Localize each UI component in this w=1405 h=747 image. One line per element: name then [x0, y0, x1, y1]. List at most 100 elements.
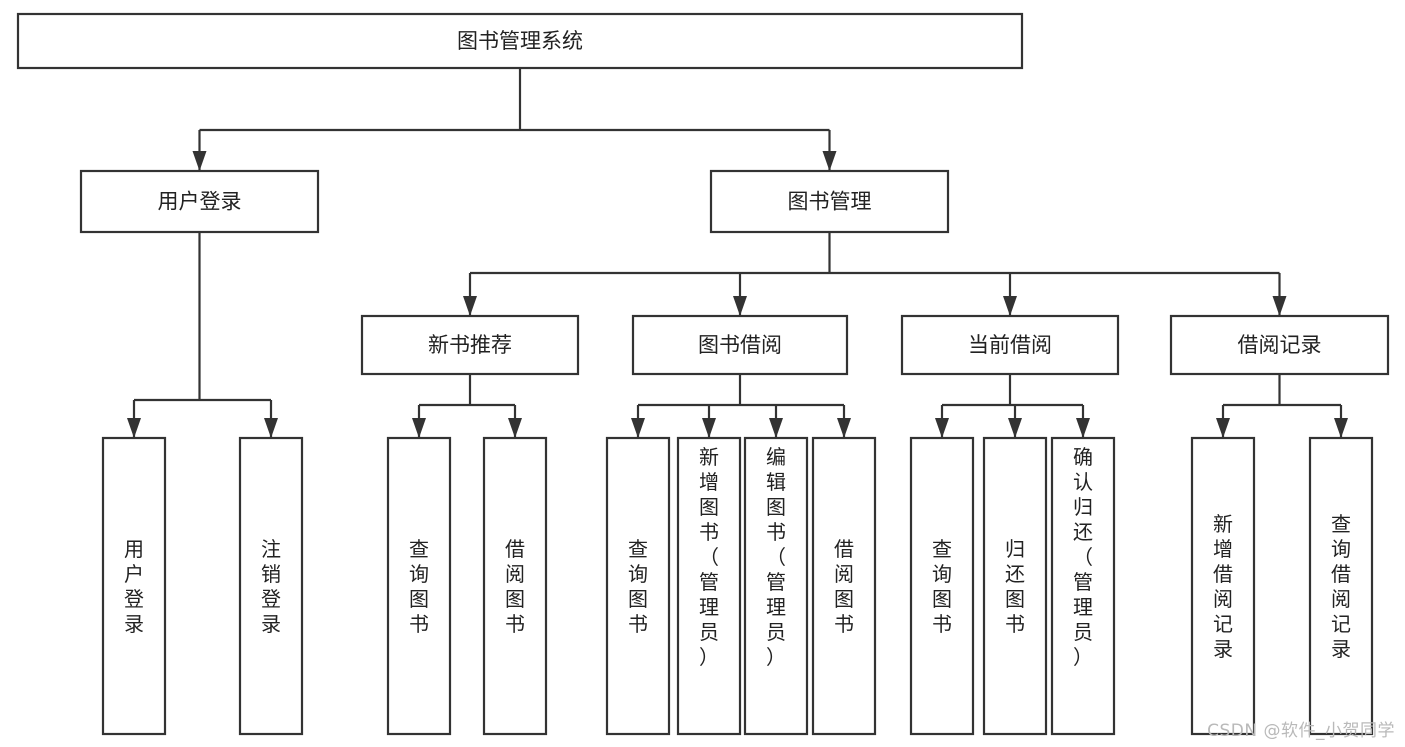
arrow-head-icon [1076, 418, 1090, 438]
connectors-layer [127, 68, 1348, 438]
node-label-char: （ [699, 545, 719, 569]
node-label-char: 理 [766, 595, 786, 619]
node-label-char: ） [766, 645, 786, 669]
node-box-leaf-query-books-bb [605, 436, 671, 736]
node-box-leaf-borrow-books-rec [482, 436, 548, 736]
node-label-char: 书 [699, 520, 719, 544]
node-label-char: 书 [766, 520, 786, 544]
node-box-root [16, 12, 1024, 70]
node-label-book-management: 图书管理 [788, 190, 872, 214]
node-label-char: 借 [505, 537, 525, 561]
node-label-char: 书 [834, 612, 854, 636]
node-box-leaf-query-books-cb [909, 436, 975, 736]
node-label-char: ） [1073, 645, 1093, 669]
node-box-book-borrow [631, 314, 849, 376]
arrow-head-icon [733, 296, 747, 316]
node-box-leaf-add-book-admin [676, 436, 742, 736]
node-label-char: 询 [409, 562, 429, 586]
node-label-char: 增 [1213, 537, 1233, 561]
node-label-char: 询 [932, 562, 952, 586]
node-label-char: 登 [261, 587, 281, 611]
node-label-char: 管 [699, 570, 719, 594]
node-label-borrow-record: 借阅记录 [1238, 333, 1322, 357]
node-label-char: 借 [1213, 562, 1233, 586]
node-label-char: 图 [409, 587, 429, 611]
node-label-char: 理 [1073, 595, 1093, 619]
node-label-char: 书 [1005, 612, 1025, 636]
node-label-char: （ [1073, 545, 1093, 569]
node-label-book-borrow: 图书借阅 [698, 333, 782, 357]
node-user-login[interactable]: 用户登录 [79, 169, 320, 234]
node-box-new-book-recommend [360, 314, 580, 376]
node-label-char: ） [699, 645, 719, 669]
node-label-char: 新 [1213, 512, 1233, 536]
node-label-char: 图 [932, 587, 952, 611]
arrow-head-icon [702, 418, 716, 438]
node-root[interactable]: 图书管理系统 [16, 12, 1024, 70]
arrow-head-icon [1003, 296, 1017, 316]
node-label-char: 录 [261, 612, 281, 636]
node-label-char: 询 [628, 562, 648, 586]
node-box-book-management [709, 169, 950, 234]
node-box-leaf-borrow-books-bb [811, 436, 877, 736]
node-book-management[interactable]: 图书管理 [709, 169, 950, 234]
node-label-char: 查 [932, 537, 952, 561]
arrow-head-icon [769, 418, 783, 438]
arrow-head-icon [192, 151, 207, 171]
node-label-char: 阅 [1213, 587, 1233, 611]
node-label-char: 归 [1005, 537, 1025, 561]
node-box-borrow-record [1169, 314, 1390, 376]
node-label-char: 借 [1331, 562, 1351, 586]
node-label-char: 户 [124, 562, 144, 586]
node-label-char: 登 [124, 587, 144, 611]
node-book-borrow[interactable]: 图书借阅 [631, 314, 849, 376]
node-borrow-record[interactable]: 借阅记录 [1169, 314, 1390, 376]
node-box-leaf-edit-book-admin [743, 436, 809, 736]
node-label-root: 图书管理系统 [457, 29, 583, 53]
node-label-char: 管 [766, 570, 786, 594]
node-label-char: 新 [699, 445, 719, 469]
node-box-leaf-return-books [982, 436, 1048, 736]
node-label-char: 查 [1331, 512, 1351, 536]
node-label-char: 归 [1073, 495, 1093, 519]
node-label-char: 图 [834, 587, 854, 611]
node-label-char: （ [766, 545, 786, 569]
node-label-user-login: 用户登录 [158, 190, 242, 214]
node-label-char: 图 [1005, 587, 1025, 611]
node-box-leaf-add-borrow-record [1190, 436, 1256, 736]
node-label-char: 员 [1073, 620, 1093, 644]
node-label-char: 阅 [505, 562, 525, 586]
node-label-char: 员 [699, 620, 719, 644]
node-label-char: 阅 [834, 562, 854, 586]
arrow-head-icon [1334, 418, 1348, 438]
arrow-head-icon [127, 418, 141, 438]
node-label-char: 记 [1213, 612, 1233, 636]
node-label-char: 认 [1073, 470, 1093, 494]
node-box-leaf-query-books-rec [386, 436, 452, 736]
node-new-book-recommend[interactable]: 新书推荐 [360, 314, 580, 376]
nodes-layer: 图书管理系统用户登录图书管理新书推荐图书借阅当前借阅借阅记录用户登录注销登录查询… [16, 12, 1390, 736]
node-label-char: 还 [1073, 520, 1093, 544]
node-label-current-borrow: 当前借阅 [968, 333, 1052, 357]
node-current-borrow[interactable]: 当前借阅 [900, 314, 1120, 376]
node-label-char: 编 [766, 445, 786, 469]
node-label-char: 查 [409, 537, 429, 561]
node-leaf-user-login[interactable]: 用户登录 [101, 436, 167, 736]
node-label-char: 图 [505, 587, 525, 611]
arrow-head-icon [264, 418, 278, 438]
node-box-leaf-user-login [101, 436, 167, 736]
node-label-char: 增 [699, 470, 719, 494]
